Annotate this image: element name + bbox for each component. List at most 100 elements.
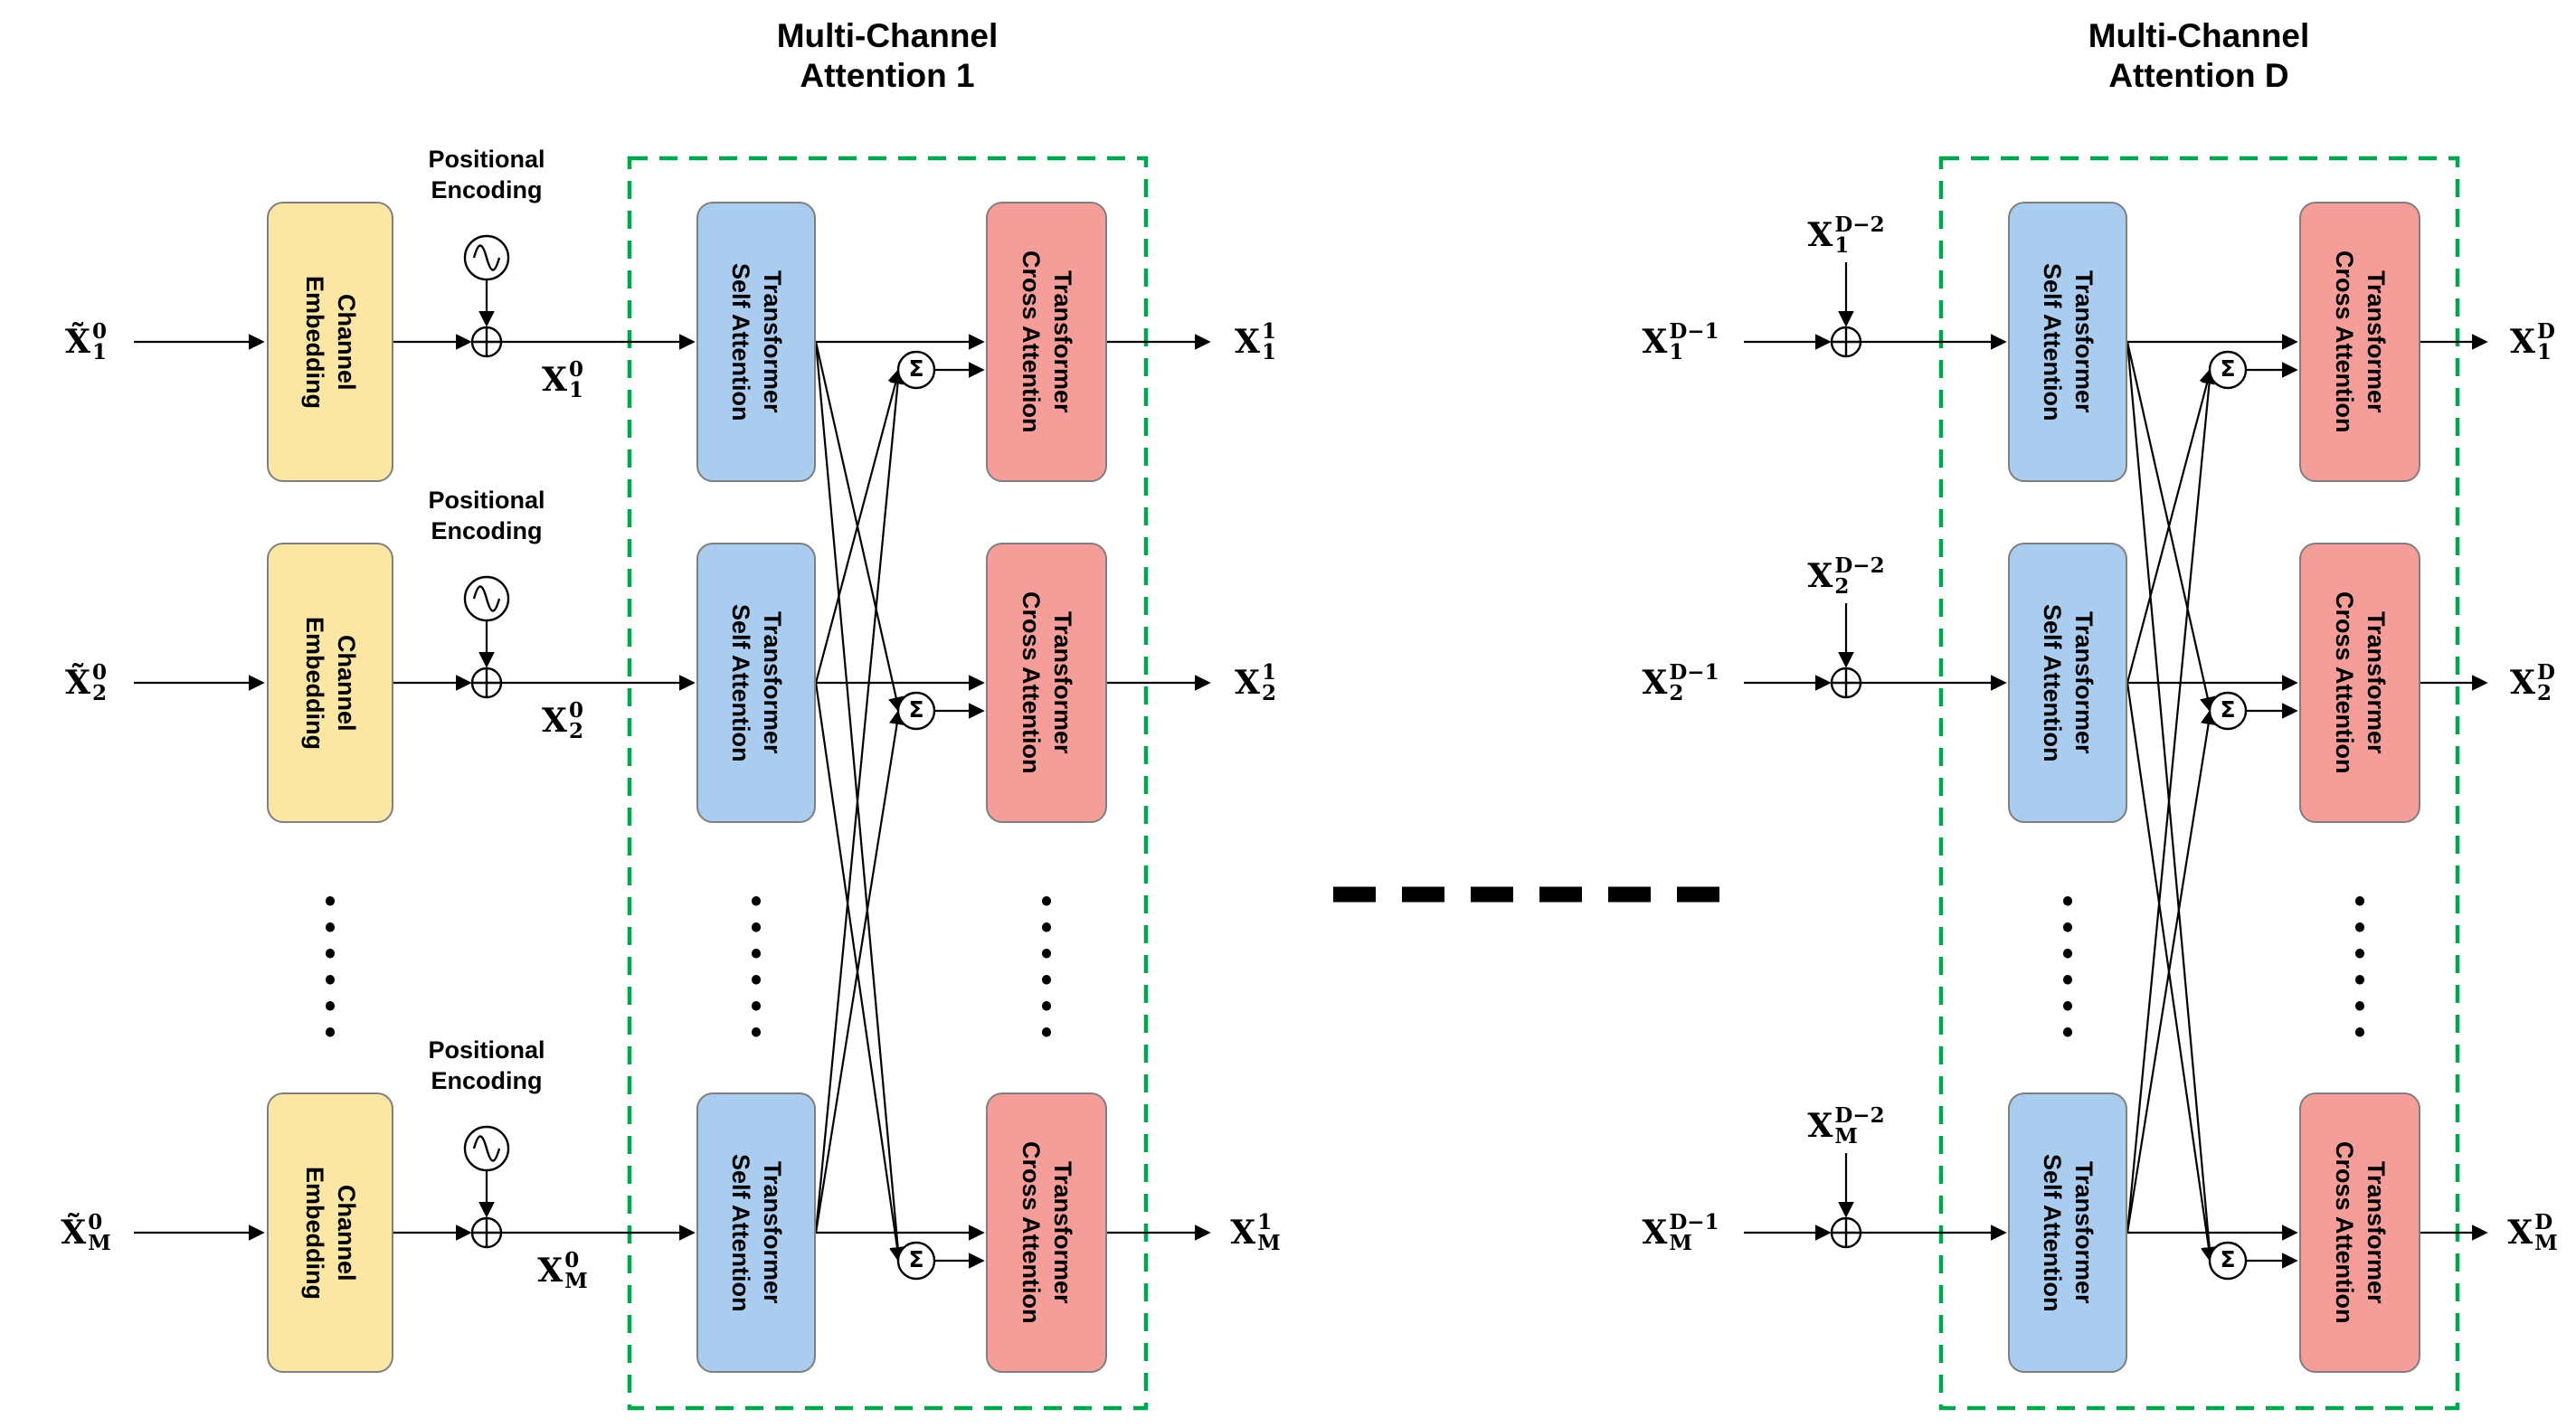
math-sup: 0 [564,1248,580,1272]
box-label-line2: Transformer [759,270,787,413]
math-sub: 1 [91,340,107,364]
math-sub: 1 [568,378,583,402]
sum-node [896,350,936,390]
box-label-line1: Embedding [301,275,328,409]
left-arrows [134,279,1211,1269]
math-base: X [1807,1107,1833,1145]
math-sub: 2 [1669,681,1684,705]
math-sub: M [2534,1231,2558,1255]
math-base: X̃ [61,1214,87,1252]
pe-line1: Positional [428,146,545,173]
block-title-line1: Multi-Channel [2088,17,2310,54]
math-sub: 1 [1669,340,1684,364]
multi-channel-attention-d-frame [1938,156,2460,1411]
math-sup: D−1 [1669,660,1719,685]
math-sub: M [564,1269,588,1293]
box-label-line2: Transformer [1049,1161,1077,1304]
positional-encoding-label-m: Positional Encoding [428,1036,545,1097]
pe-line2: Encoding [431,175,543,203]
positional-encoding-label-2: Positional Encoding [428,486,545,547]
box-label-line2: Channel [333,1184,361,1281]
multi-channel-attention-1-frame [627,156,1149,1411]
box-label-line2: Transformer [2070,270,2098,413]
box-label-line1: Cross Attention [2331,251,2358,433]
sum-node [896,1241,936,1281]
sum-node [2208,1241,2248,1281]
adder-icon [1830,1216,1862,1249]
math-sup: 1 [1261,319,1276,344]
math-base: X [1642,1214,1668,1252]
math-base: X [1642,664,1668,702]
box-label-line2: Transformer [2070,1161,2098,1304]
box-label-line1: Cross Attention [2331,591,2358,774]
math-sub: M [1834,1124,1858,1149]
math-base: X [1235,323,1260,361]
box-label-line1: Cross Attention [2331,1141,2358,1324]
math-sup: D−1 [1669,319,1719,344]
math-sup: D [2536,660,2555,685]
math-base: X [1230,1214,1256,1252]
adder-icon [470,326,503,358]
math-sup: D−2 [1834,553,1885,578]
sum-symbol: Σ [908,696,924,723]
math-sup: 0 [91,660,107,685]
math-sub: 1 [1261,340,1276,364]
math-sub: 2 [1834,574,1850,599]
sum-node [896,691,936,731]
math-sup: D−2 [1834,213,1885,237]
math-base: X [1642,323,1668,361]
math-sup: D [2536,319,2555,344]
box-label-line2: Transformer [2070,611,2098,754]
math-sup: D−2 [1834,1103,1885,1128]
positional-encoding-label-1: Positional Encoding [428,145,545,206]
box-label-line1: Cross Attention [1018,251,1045,433]
box-label-line1: Embedding [301,616,328,750]
box-label-line1: Self Attention [2039,1153,2066,1312]
block-title-attention-1: Multi-Channel Attention 1 [777,16,999,97]
math-base: X [2510,323,2535,361]
pe-line1: Positional [428,487,545,514]
sine-icon [463,575,510,622]
sine-icon [463,234,510,281]
box-label-line2: Transformer [1049,611,1077,754]
math-base: X [2507,1214,2533,1252]
box-label-line1: Embedding [301,1166,328,1300]
ellipsis-dots [326,896,2364,1039]
math-base: X [1235,664,1260,702]
math-sub: 2 [2536,681,2552,705]
math-sup: 1 [1261,660,1276,685]
math-sup: 0 [88,1210,103,1234]
math-base: X̃ [65,323,90,361]
sum-symbol: Σ [2220,696,2236,723]
box-label-line2: Channel [333,293,361,391]
adder-icon [1830,667,1862,699]
math-base: X̃ [65,664,90,702]
box-label-line1: Cross Attention [1018,1141,1045,1324]
block-title-line2: Attention D [2108,57,2289,95]
math-sub: 1 [1834,233,1850,258]
sum-node [2208,691,2248,731]
